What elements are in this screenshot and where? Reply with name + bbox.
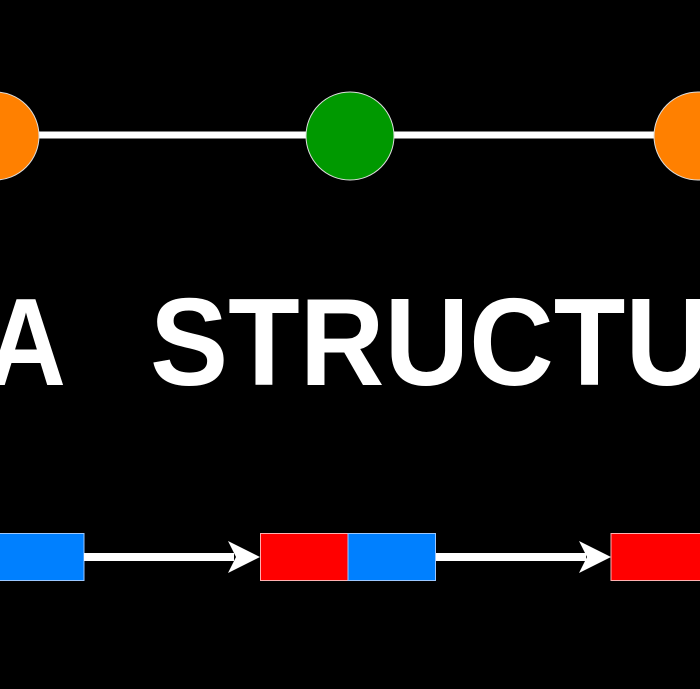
arrow-head-icon <box>228 541 260 573</box>
title-text-part2: STRUCTU <box>150 274 700 412</box>
list-node-data-cell <box>610 533 700 581</box>
graph-node-orange-left <box>0 91 40 181</box>
list-node-data-cell <box>260 533 349 581</box>
arrow-head-icon <box>579 541 611 573</box>
arrow-shaft <box>436 553 586 561</box>
graph-node-orange-right <box>653 91 700 181</box>
list-node-pointer-cell <box>347 533 436 581</box>
arrow-shaft <box>84 553 234 561</box>
title-text-part1: A <box>0 274 66 412</box>
graph-node-green <box>305 91 395 181</box>
list-node-pointer-cell <box>0 533 85 581</box>
